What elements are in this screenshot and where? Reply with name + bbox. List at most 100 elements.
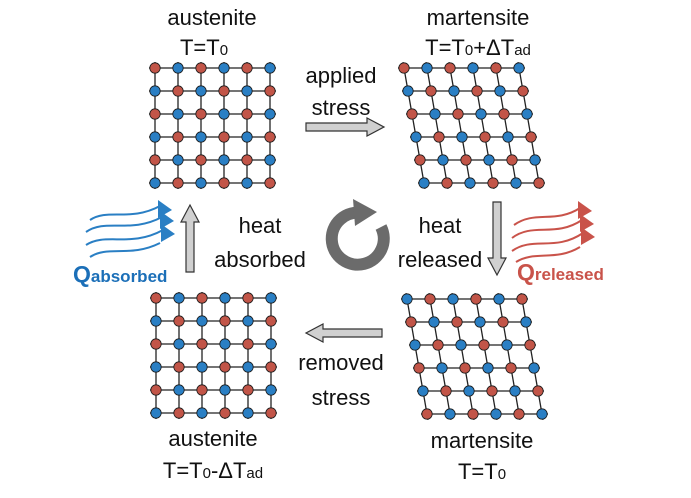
atom-red <box>533 177 545 189</box>
atom-red <box>497 316 509 328</box>
atom-red <box>196 338 208 350</box>
lattice-line <box>451 292 475 421</box>
atom-red <box>242 292 254 304</box>
atom-red <box>421 408 433 420</box>
atom-blue <box>464 177 476 189</box>
atom-blue <box>436 362 448 374</box>
phase-label-bottom-right: martensite <box>430 428 534 453</box>
atom-blue <box>509 385 521 397</box>
atom-red <box>532 385 544 397</box>
atom-red <box>264 131 276 143</box>
atom-red <box>467 408 479 420</box>
atom-blue <box>172 62 184 74</box>
atom-red <box>425 85 437 97</box>
atom-blue <box>242 315 254 327</box>
atom-blue <box>513 62 525 74</box>
atom-red <box>150 292 162 304</box>
atom-red <box>242 384 254 396</box>
atom-red <box>219 361 231 373</box>
lattice-austenite-top <box>149 62 276 189</box>
atom-blue <box>448 85 460 97</box>
atom-red <box>149 154 161 166</box>
atom-blue <box>219 384 231 396</box>
heat-wave-absorbed-icon <box>85 200 175 258</box>
atom-red <box>490 62 502 74</box>
atom-red <box>440 385 452 397</box>
atom-red <box>441 177 453 189</box>
atom-blue <box>409 339 421 351</box>
atom-red <box>459 362 471 374</box>
atom-red <box>414 154 426 166</box>
atom-blue <box>242 407 254 419</box>
arrow-applied-stress <box>305 117 386 137</box>
atom-blue <box>150 407 162 419</box>
atom-red <box>524 339 536 351</box>
lattice-line <box>520 292 544 421</box>
atom-blue <box>521 108 533 120</box>
atom-red <box>196 292 208 304</box>
temp-label-bottom-left: T=T0-ΔTad <box>162 458 264 483</box>
atom-blue <box>536 408 548 420</box>
q-absorbed-label: Qabsorbed <box>73 261 168 287</box>
atom-blue <box>242 361 254 373</box>
atom-red <box>195 154 207 166</box>
atom-blue <box>265 292 277 304</box>
atom-blue <box>196 361 208 373</box>
atom-red <box>452 108 464 120</box>
atom-blue <box>401 293 413 305</box>
atom-red <box>265 315 277 327</box>
lattice-austenite-bottom <box>150 292 277 419</box>
atom-red <box>265 407 277 419</box>
atom-red <box>149 62 161 74</box>
atom-blue <box>493 293 505 305</box>
atom-red <box>241 62 253 74</box>
atom-blue <box>241 85 253 97</box>
lattice-line <box>494 61 518 190</box>
atom-blue <box>455 339 467 351</box>
atom-blue <box>410 131 422 143</box>
atom-blue <box>529 154 541 166</box>
atom-blue <box>173 338 185 350</box>
atom-blue <box>490 408 502 420</box>
atom-blue <box>429 108 441 120</box>
q-released-label: Qreleased <box>517 259 604 285</box>
transition-bottom-line2: stress <box>311 385 371 410</box>
transition-right-line2: released <box>397 247 483 272</box>
transition-left-line2: absorbed <box>214 247 306 272</box>
atom-red <box>506 154 518 166</box>
atom-red <box>405 316 417 328</box>
atom-red <box>486 385 498 397</box>
atom-blue <box>150 361 162 373</box>
arrow-heat-released <box>487 201 507 277</box>
atom-blue <box>482 362 494 374</box>
transition-bottom-line1: removed <box>298 350 384 375</box>
atom-red <box>471 85 483 97</box>
atom-blue <box>173 384 185 396</box>
atom-blue <box>219 338 231 350</box>
atom-blue <box>264 108 276 120</box>
atom-red <box>173 315 185 327</box>
atom-red <box>406 108 418 120</box>
atom-blue <box>483 154 495 166</box>
atom-blue <box>265 338 277 350</box>
transition-right-line1: heat <box>418 213 462 238</box>
atom-blue <box>494 85 506 97</box>
atom-blue <box>241 177 253 189</box>
atom-red <box>525 131 537 143</box>
lattice-line <box>428 292 452 421</box>
atom-blue <box>150 315 162 327</box>
phase-label-top-right: martensite <box>426 5 530 30</box>
atom-blue <box>475 108 487 120</box>
atom-red <box>241 154 253 166</box>
atom-red <box>498 108 510 120</box>
atom-red <box>172 177 184 189</box>
lattice-line <box>448 61 472 190</box>
atom-blue <box>218 154 230 166</box>
atom-blue <box>418 177 430 189</box>
lattice-line <box>402 61 426 190</box>
atom-red <box>432 339 444 351</box>
atom-red <box>433 131 445 143</box>
atom-red <box>241 108 253 120</box>
atom-red <box>478 339 490 351</box>
